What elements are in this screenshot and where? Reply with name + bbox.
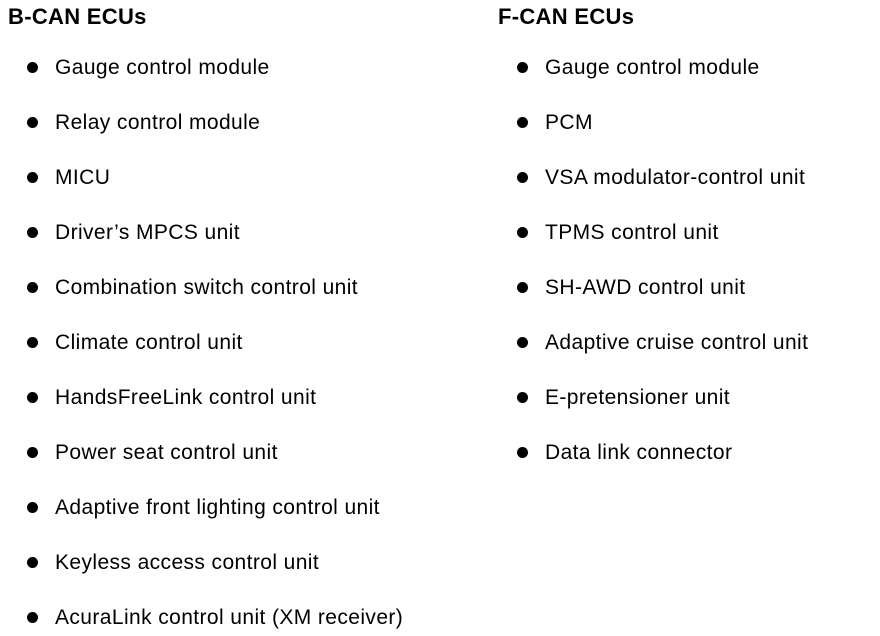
ecu-item-label: Gauge control module [55,56,270,79]
ecu-item-label: Adaptive front lighting control unit [55,496,380,519]
bullet-icon [517,62,528,73]
ecu-list-item: PCM [498,110,873,135]
ecu-list-item: E-pretensioner unit [498,385,873,410]
ecu-list-item: Data link connector [498,440,873,465]
ecu-item-label: VSA modulator-control unit [545,166,806,189]
ecu-list-item: AcuraLink control unit (XM receiver) [8,605,478,630]
ecu-list-item: TPMS control unit [498,220,873,245]
bullet-icon [517,172,528,183]
ecu-item-label: Gauge control module [545,56,760,79]
bullet-icon [27,227,38,238]
ecu-list-item: Driver’s MPCS unit [8,220,478,245]
ecu-list-item: Power seat control unit [8,440,478,465]
ecu-item-label: AcuraLink control unit (XM receiver) [55,606,404,629]
bullet-icon [517,337,528,348]
ecu-list-item: HandsFreeLink control unit [8,385,478,410]
ecu-item-label: Driver’s MPCS unit [55,221,240,244]
ecu-item-label: Combination switch control unit [55,276,359,299]
ecu-list-item: Keyless access control unit [8,550,478,575]
ecu-item-label: MICU [55,166,111,189]
ecu-item-label: Relay control module [55,111,261,134]
bullet-icon [517,392,528,403]
bullet-icon [27,557,38,568]
ecu-list-item: Gauge control module [498,55,873,80]
bullet-icon [27,117,38,128]
ecu-list-item: Adaptive cruise control unit [498,330,873,355]
bullet-icon [517,447,528,458]
ecu-list-item: Climate control unit [8,330,478,355]
ecu-item-label: Climate control unit [55,331,243,354]
bullet-icon [27,502,38,513]
bullet-icon [27,172,38,183]
bullet-icon [27,282,38,293]
ecu-list-item: Relay control module [8,110,478,135]
bullet-icon [27,337,38,348]
bullet-icon [27,62,38,73]
ecu-list-item: VSA modulator-control unit [498,165,873,190]
ecu-list-item: Combination switch control unit [8,275,478,300]
bullet-icon [27,392,38,403]
ecu-item-label: PCM [545,111,593,134]
ecu-item-label: TPMS control unit [545,221,719,244]
bullet-icon [27,612,38,623]
bullet-icon [517,282,528,293]
ecu-list-item: MICU [8,165,478,190]
fcan-ecus-heading: F-CAN ECUs [498,4,635,29]
ecu-item-label: SH-AWD control unit [545,276,746,299]
ecu-list-item: Adaptive front lighting control unit [8,495,478,520]
ecu-item-label: E-pretensioner unit [545,386,731,409]
ecu-list-item: Gauge control module [8,55,478,80]
ecu-item-label: Data link connector [545,441,733,464]
ecu-item-label: Power seat control unit [55,441,278,464]
bullet-icon [517,227,528,238]
ecu-item-label: Adaptive cruise control unit [545,331,809,354]
bcan-ecus-heading: B-CAN ECUs [8,4,147,29]
ecu-item-label: HandsFreeLink control unit [55,386,317,409]
ecu-list-item: SH-AWD control unit [498,275,873,300]
bullet-icon [517,117,528,128]
ecu-item-label: Keyless access control unit [55,551,320,574]
bullet-icon [27,447,38,458]
